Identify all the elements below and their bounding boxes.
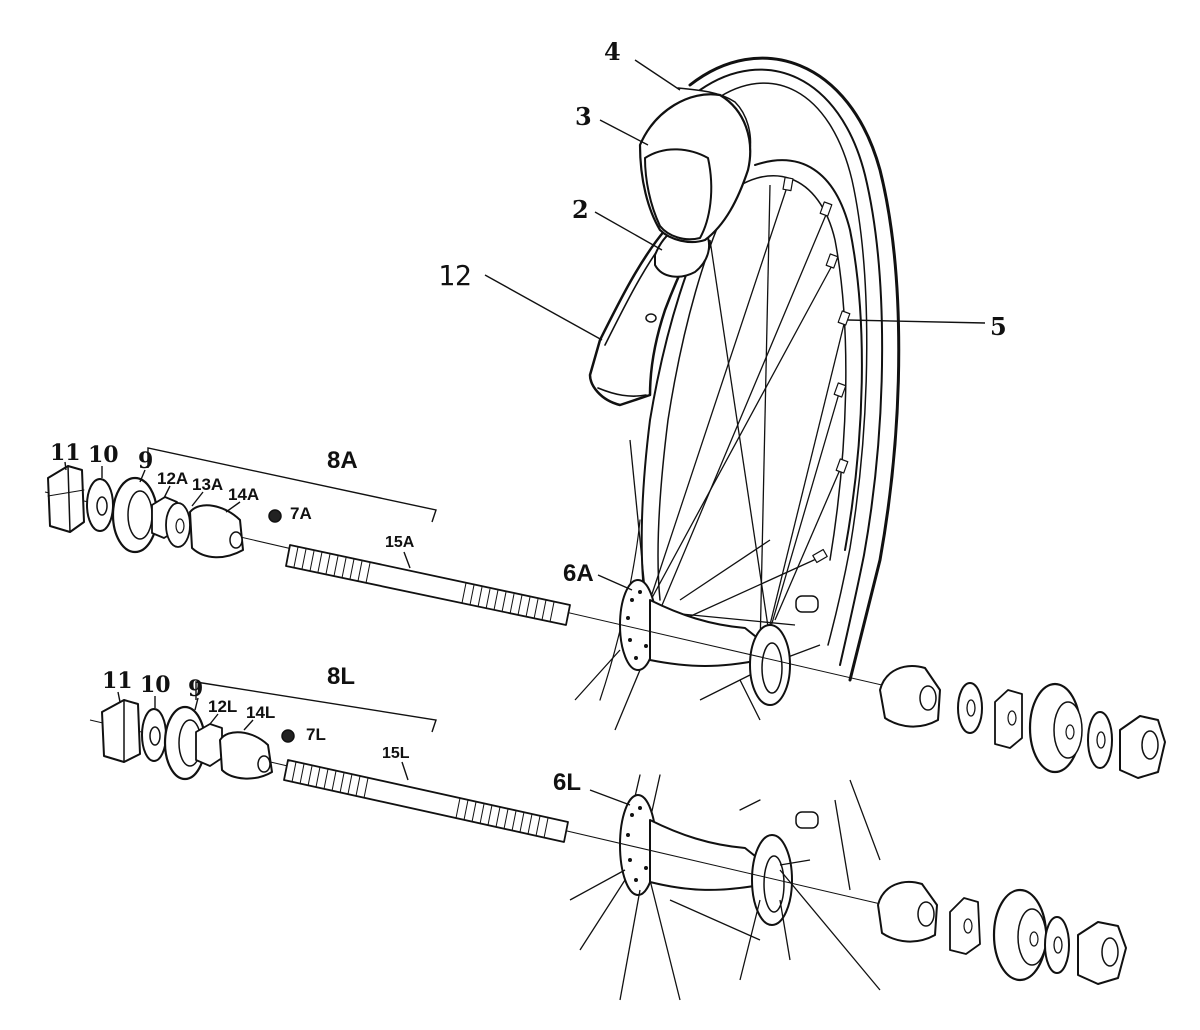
label-tube: 2 <box>572 195 589 224</box>
cone-rear-left <box>219 731 273 780</box>
label-ball-rear: 7L <box>306 725 326 744</box>
ball-front <box>268 509 282 523</box>
cone-front-left <box>189 504 244 559</box>
ball-rear <box>281 729 295 743</box>
washer-front-left <box>86 478 114 532</box>
spoke-nipples <box>782 176 851 564</box>
axle-rear <box>283 759 569 843</box>
washer-rear-right <box>1044 916 1070 974</box>
locknut-rear-left <box>195 723 223 767</box>
label-axle-set-front: 8A <box>327 447 358 474</box>
locknut-front-right <box>994 689 1023 749</box>
label-locknut-rear: 12L <box>208 697 237 716</box>
label-locknut-front: 12A <box>157 469 188 488</box>
label-cone-washer-rear: 9 <box>188 676 203 702</box>
axle-front <box>285 544 571 626</box>
cone-rear-right <box>877 880 938 943</box>
label-cone-washer-front: 9 <box>138 448 153 474</box>
label-axle-set-rear: 8L <box>327 663 355 690</box>
leader-lines <box>64 59 986 806</box>
nut-front-right <box>1119 715 1166 779</box>
spacer-front-left <box>165 502 191 548</box>
washer-front-right-1 <box>957 682 983 734</box>
nut-front-left <box>47 465 85 533</box>
label-rim: 12 <box>438 259 472 292</box>
washer-front-right-2 <box>1087 711 1113 769</box>
cone-washer-front-right <box>1028 682 1083 774</box>
washer-rear-left <box>141 708 167 762</box>
locknut-rear-right <box>949 897 981 955</box>
nut-rear-right <box>1077 921 1127 985</box>
cone-washer-front-left <box>111 476 159 554</box>
label-cone-rear: 14L <box>246 703 275 722</box>
bracket-8A <box>147 447 437 523</box>
label-hub-front: 6A <box>563 560 594 587</box>
label-nut-rear: 11 <box>102 668 133 694</box>
label-spacer-front: 13A <box>192 475 223 494</box>
tire-cross-section <box>638 87 752 244</box>
hub-rear <box>569 774 881 1001</box>
part-labels: 4 3 2 12 5 11 10 9 12A 13A 14A 7A 8A 15A… <box>50 37 1007 796</box>
cone-front-right <box>879 665 941 728</box>
label-axle-rear: 15L <box>382 745 410 762</box>
label-cone-front: 14A <box>228 485 259 504</box>
label-nut-front: 11 <box>50 440 81 466</box>
label-tire-section: 3 <box>575 102 592 131</box>
label-ball-front: 7A <box>290 504 312 523</box>
label-washer-rear: 10 <box>140 672 171 698</box>
label-axle-front: 15A <box>385 534 415 551</box>
hub-front <box>619 579 819 706</box>
cone-washer-rear-right <box>992 888 1048 982</box>
bracket-8L <box>195 681 437 733</box>
nut-rear-left <box>101 699 141 763</box>
label-hub-rear: 6L <box>553 769 581 796</box>
spokes <box>574 177 846 731</box>
label-washer-front: 10 <box>88 442 119 468</box>
label-tire: 4 <box>604 37 621 66</box>
label-spoke: 5 <box>990 312 1007 341</box>
